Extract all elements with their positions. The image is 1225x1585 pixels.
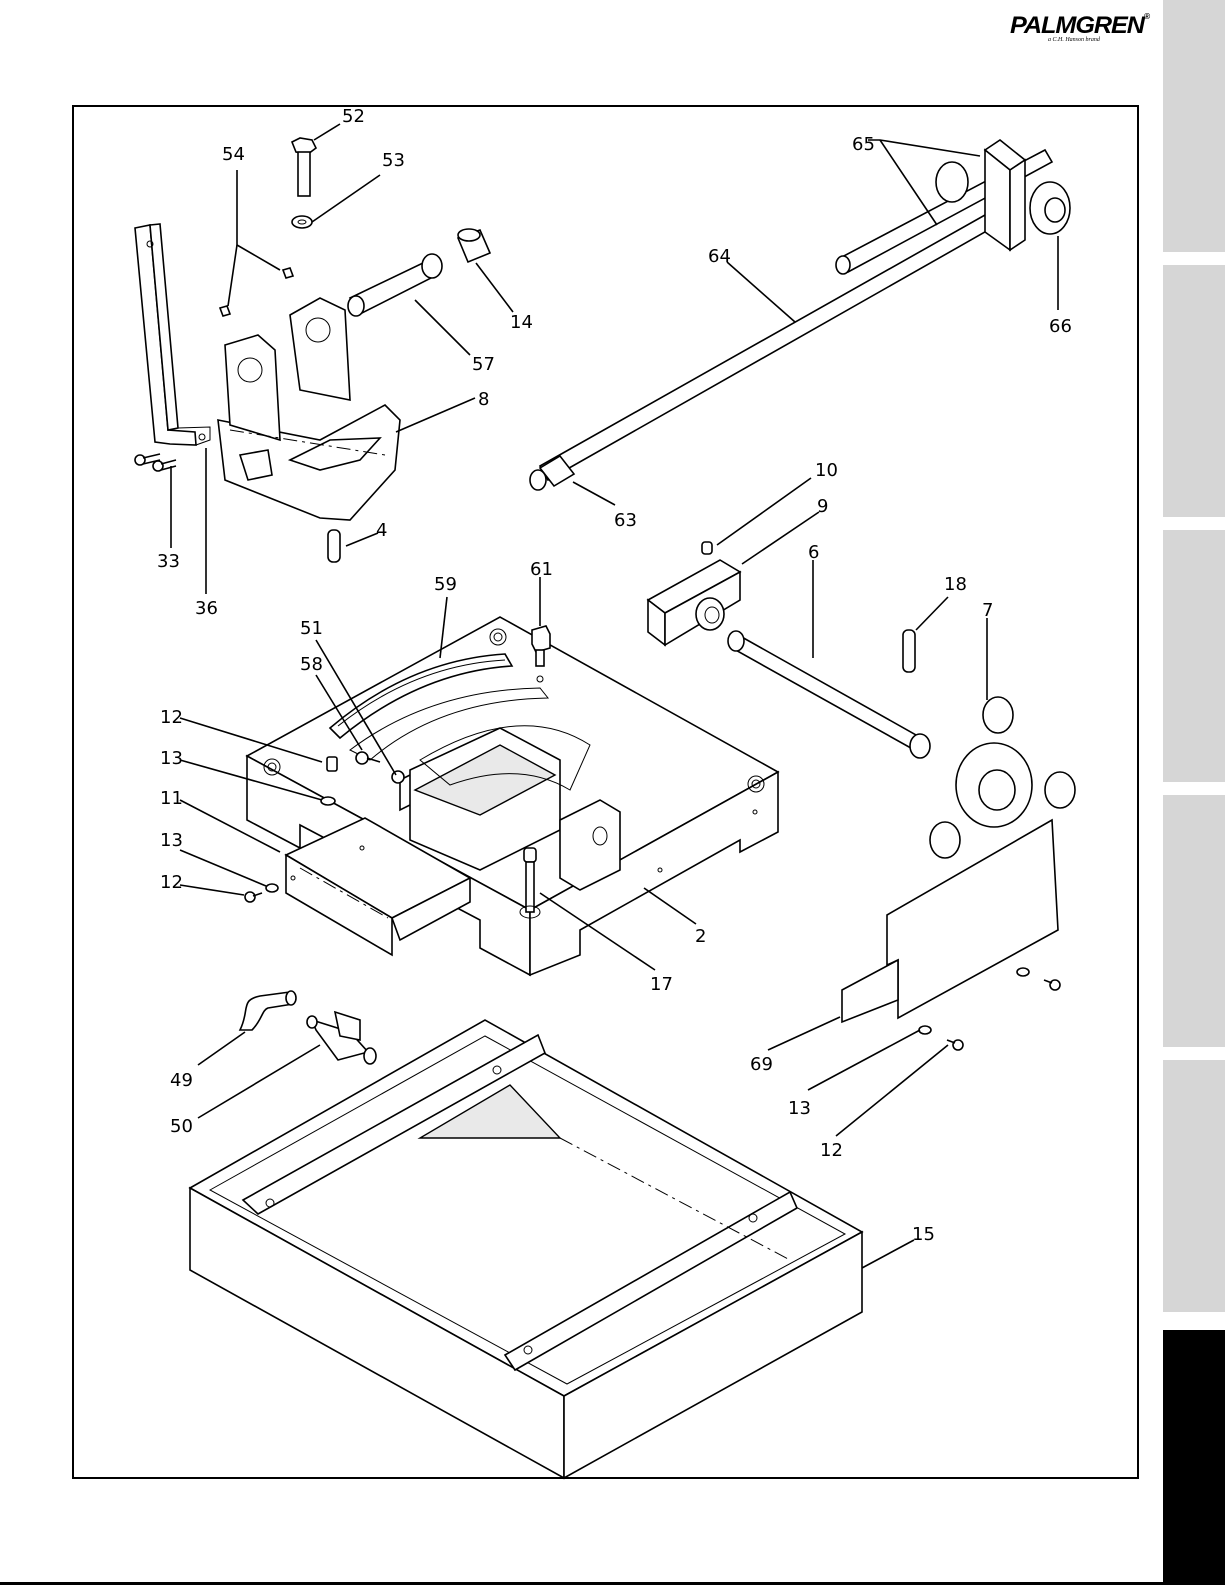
- callout-2: 2: [695, 926, 706, 947]
- support-rod-part: [530, 215, 992, 490]
- callout-10: 10: [815, 460, 838, 481]
- washer-part-13b: [266, 884, 278, 892]
- callout-12-bottom: 12: [820, 1140, 843, 1161]
- pivot-shaft-part: [348, 254, 442, 316]
- callout-13-mid: 13: [160, 830, 183, 851]
- callout-13-bottom: 13: [788, 1098, 811, 1119]
- hose-fitting-part: [240, 991, 296, 1030]
- callout-18: 18: [944, 574, 967, 595]
- saw-base-part: [247, 617, 778, 975]
- callout-8: 8: [478, 389, 489, 410]
- callout-69: 69: [750, 1054, 773, 1075]
- callout-14: 14: [510, 312, 533, 333]
- cap-screw-part-12b: [245, 892, 262, 902]
- callout-53: 53: [382, 150, 405, 171]
- pin-part-4: [328, 530, 340, 562]
- handwheel-knob-part-66: [1030, 182, 1070, 234]
- washer-part-13a: [321, 797, 335, 805]
- callout-64: 64: [708, 246, 731, 267]
- knob-part-65: [936, 162, 968, 202]
- section-tab-5[interactable]: [1163, 1060, 1225, 1312]
- callout-59: 59: [434, 574, 457, 595]
- callout-65: 65: [852, 134, 875, 155]
- callout-9: 9: [817, 496, 828, 517]
- coolant-tray-part: [190, 1020, 862, 1478]
- callout-66: 66: [1049, 316, 1072, 337]
- section-tab-3[interactable]: [1163, 530, 1225, 782]
- callout-6: 6: [808, 542, 819, 563]
- callout-58: 58: [300, 654, 323, 675]
- callout-15: 15: [912, 1224, 935, 1245]
- set-screw-part-10: [702, 542, 712, 554]
- callout-52: 52: [342, 106, 365, 127]
- washer-part: [292, 216, 312, 228]
- callout-33: 33: [157, 551, 180, 572]
- callout-49: 49: [170, 1070, 193, 1091]
- callout-63: 63: [614, 510, 637, 531]
- hex-bolt-part: [292, 138, 316, 196]
- callout-50: 50: [170, 1116, 193, 1137]
- bushing-part: [458, 229, 490, 262]
- vise-block-part: [648, 560, 740, 645]
- cap-screw-part-12a: [327, 757, 337, 771]
- callout-51: 51: [300, 618, 323, 639]
- section-tab-4[interactable]: [1163, 795, 1225, 1047]
- coolant-valve-part: [307, 1012, 376, 1064]
- fence-arm-part: [135, 224, 210, 445]
- callout-57: 57: [472, 354, 495, 375]
- callout-36: 36: [195, 598, 218, 619]
- lead-screw-part: [728, 631, 930, 758]
- callout-61: 61: [530, 559, 553, 580]
- set-screw-pair-part: [220, 268, 293, 316]
- callout-13-top: 13: [160, 748, 183, 769]
- section-tab-active[interactable]: [1163, 1330, 1225, 1585]
- callout-4: 4: [376, 520, 387, 541]
- callout-54: 54: [222, 144, 245, 165]
- spring-pin-part-18: [903, 630, 915, 672]
- cap-screw-pair-part: [135, 454, 176, 471]
- callout-17: 17: [650, 974, 673, 995]
- section-tab-1[interactable]: [1163, 0, 1225, 252]
- callout-12-mid: 12: [160, 872, 183, 893]
- vise-bracket-part: [218, 298, 400, 520]
- exploded-parts-diagram: 52 54 53 14 57 8 33 36 4 65 64 66 63 10 …: [0, 0, 1163, 1585]
- callout-11: 11: [160, 788, 183, 809]
- callout-7: 7: [982, 600, 993, 621]
- section-tab-2[interactable]: [1163, 265, 1225, 517]
- callout-12-top: 12: [160, 707, 183, 728]
